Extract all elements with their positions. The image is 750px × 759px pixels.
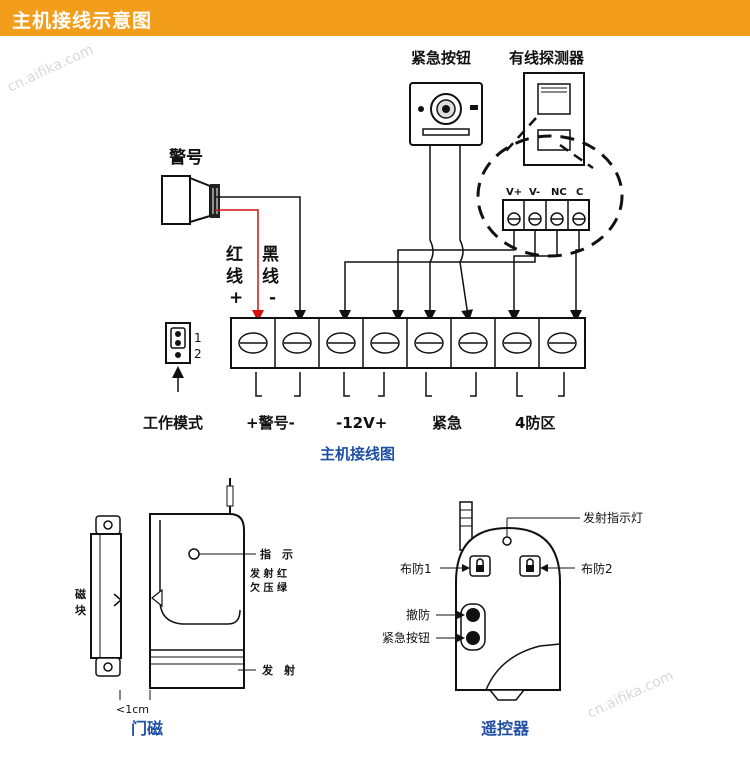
emergency-button-label: 紧急按钮 <box>411 49 471 67</box>
door-sensor-transmitter <box>149 478 245 689</box>
indicator-row-1: 发 射 红 <box>249 567 287 580</box>
black-wire <box>215 196 306 322</box>
remote-caption: 遥控器 <box>481 719 530 738</box>
terminal-label-nc: NC <box>551 187 567 198</box>
remote-control-device <box>455 501 561 701</box>
terminal-label-c: C <box>576 187 583 198</box>
watermark-bottom: cn.aifika.com <box>585 668 676 722</box>
led-label: 发射指示灯 <box>583 510 643 525</box>
zones-terminal-label: 4防区 <box>515 414 555 432</box>
indicator-label: 指 示 <box>260 547 293 561</box>
door-magnet-block <box>90 515 123 677</box>
detector-wire-vplus <box>392 230 515 322</box>
button-wire-1 <box>424 145 436 322</box>
main-wiring-caption: 主机接线图 <box>320 445 395 463</box>
header-bar: 主机接线示意图 <box>0 0 750 36</box>
arm2-label: 布防2 <box>581 561 613 576</box>
detector-wire-vminus <box>339 230 536 322</box>
magnet-label-2: 块 <box>75 603 87 617</box>
mode-number-2: 2 <box>194 347 202 361</box>
indicator-row-2: 欠 压 绿 <box>250 581 288 594</box>
door-sensor-caption: 门磁 <box>131 719 163 738</box>
mode-number-1: 1 <box>194 331 202 345</box>
transmit-label: 发 射 <box>261 663 295 677</box>
terminal-leads <box>255 372 565 397</box>
wired-detector-device <box>523 72 585 166</box>
detector-terminal-block <box>502 199 590 231</box>
black-wire-label-1: 黑 <box>262 245 279 265</box>
emergency-terminal-label: 紧急 <box>432 414 462 432</box>
arm1-label: 布防1 <box>400 561 432 576</box>
main-terminal-block <box>230 317 586 369</box>
emergency-button-device <box>409 82 483 146</box>
wired-detector-label: 有线探测器 <box>509 49 585 67</box>
magnet-label-1: 磁 <box>75 587 86 601</box>
panic-label: 紧急按钮 <box>382 630 430 645</box>
detector-wire-c <box>570 230 582 322</box>
siren-device <box>161 175 220 225</box>
red-wire-label-1: 红 <box>226 244 243 265</box>
power-terminal-label: -12V+ <box>336 414 387 432</box>
red-wire-label-2: 线 <box>226 266 243 287</box>
siren-label: 警号 <box>168 147 203 168</box>
terminal-label-vminus: V- <box>529 187 540 198</box>
detector-wire-nc <box>508 230 558 322</box>
header-title: 主机接线示意图 <box>12 10 153 32</box>
terminal-label-vplus: V+ <box>506 187 522 198</box>
button-wire-2 <box>459 145 474 322</box>
red-wire-label-3: + <box>229 288 243 308</box>
watermark-top: cn.aifika.com <box>5 42 96 96</box>
mode-label: 工作模式 <box>143 414 203 432</box>
black-wire-label-2: 线 <box>262 266 279 287</box>
mode-jumper <box>165 322 191 392</box>
gap-label: <1cm <box>116 703 149 716</box>
disarm-label: 撤防 <box>406 607 430 622</box>
siren-terminal-label: +警号- <box>246 414 295 432</box>
red-wire <box>215 209 264 322</box>
black-wire-label-3: - <box>269 288 276 308</box>
